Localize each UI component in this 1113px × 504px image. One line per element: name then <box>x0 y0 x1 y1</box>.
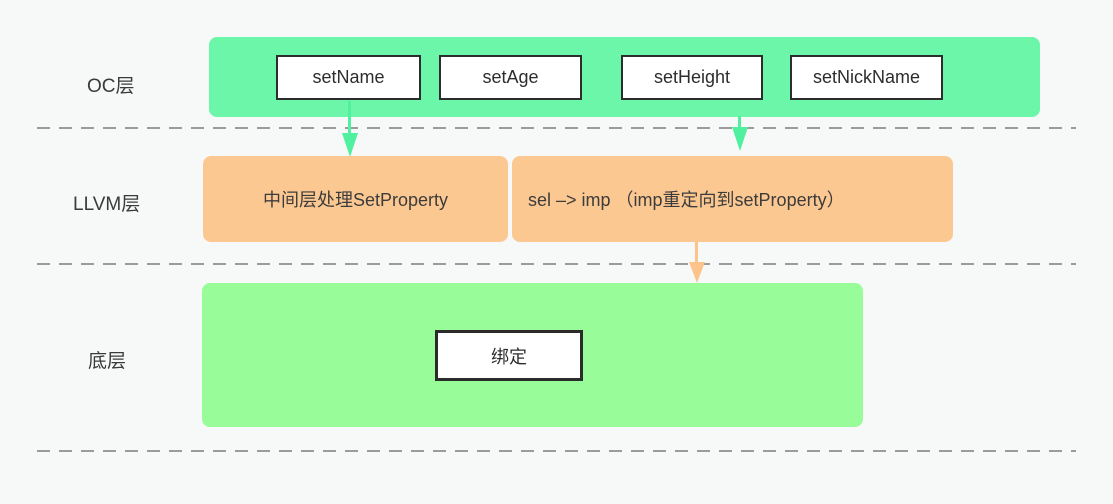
method-box-setnickname: setNickName <box>790 55 943 100</box>
llvm-box-middle-setproperty: 中间层处理SetProperty <box>203 156 508 242</box>
green-arrow-setname-head-icon <box>342 133 358 157</box>
method-box-setage: setAge <box>439 55 582 100</box>
orange-arrow-stem <box>695 242 698 264</box>
green-arrow-setheight-head-icon <box>732 127 748 151</box>
llvm-box-sel-imp: sel –> imp （imp重定向到setProperty） <box>512 156 953 242</box>
orange-arrow-head-icon <box>689 262 705 283</box>
dashed-separator-llvm-base <box>37 263 1076 265</box>
green-arrow-setname-stem <box>348 101 351 135</box>
layer-label-llvm: LLVM层 <box>73 194 141 215</box>
layer-label-oc: OC层 <box>87 76 135 97</box>
green-arrow-setheight-stem <box>738 116 741 129</box>
layer-label-base: 底层 <box>88 351 127 372</box>
bind-box: 绑定 <box>435 330 583 381</box>
method-box-setname: setName <box>276 55 421 100</box>
method-box-setheight: setHeight <box>621 55 763 100</box>
dashed-separator-oc-llvm <box>37 127 1076 129</box>
dashed-separator-bottom <box>37 450 1076 452</box>
